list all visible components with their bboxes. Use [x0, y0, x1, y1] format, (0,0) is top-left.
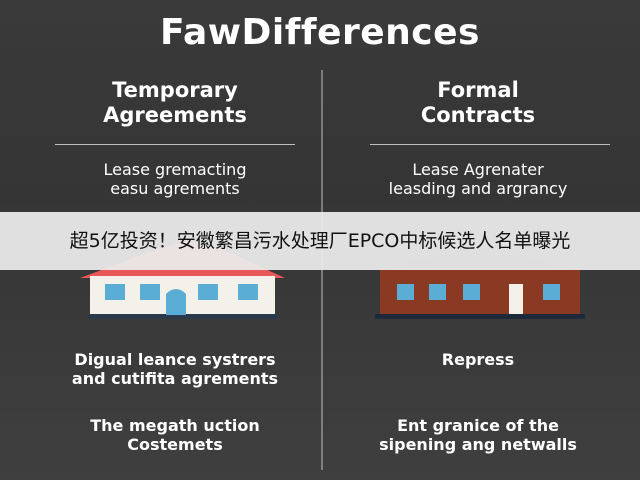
column-divider	[321, 70, 323, 470]
right-description-1: Repress	[441, 350, 515, 369]
right-subtitle: Lease Agrenater leasding and argrancy	[388, 160, 568, 198]
left-rule	[55, 144, 295, 145]
right-rule	[370, 144, 610, 145]
news-banner[interactable]: 超5亿投资！安徽繁昌污水处理厂EPCO中标候选人名单曝光	[0, 212, 640, 270]
left-subtitle: Lease gremacting easu agrements	[103, 160, 247, 198]
left-description-2: The megath uction Costemets	[90, 416, 260, 454]
page-title: FawDifferences	[160, 12, 480, 53]
left-heading: Temporary Agreements	[103, 78, 247, 127]
left-description-1: Digual leance systrers and cutifita agre…	[71, 350, 279, 388]
right-heading: Formal Contracts	[420, 78, 536, 127]
right-description-2: Ent granice of the sipening ang netwalls	[379, 416, 577, 454]
